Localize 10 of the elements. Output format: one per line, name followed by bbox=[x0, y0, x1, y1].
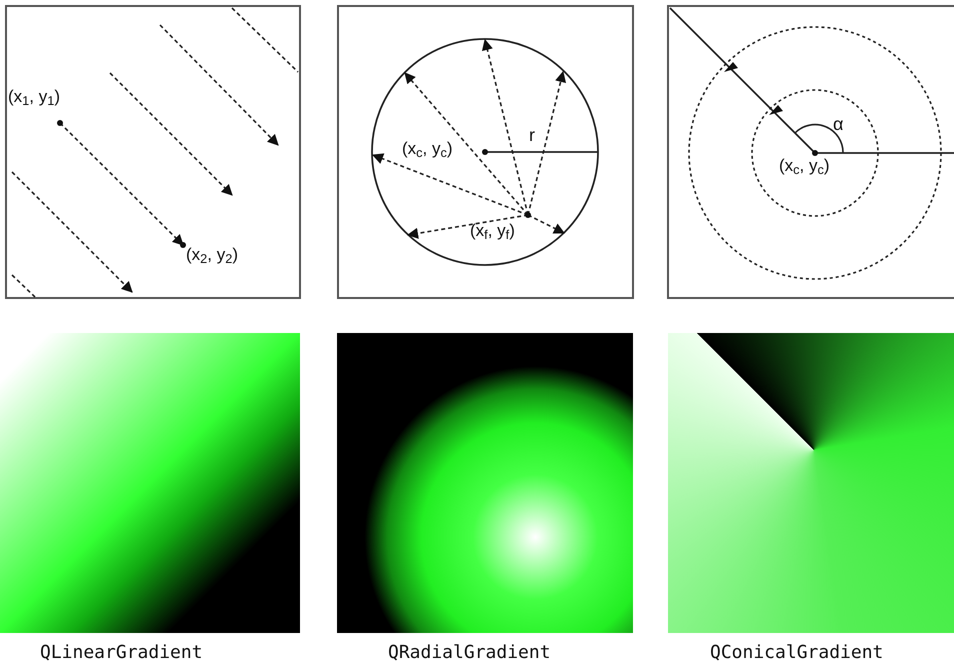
point-label: (x$_{1}$, y$_{1}$) bbox=[8, 88, 60, 105]
point-label: (x$_{2}$, y$_{2}$) bbox=[186, 246, 238, 263]
caption: QConicalGradient bbox=[710, 644, 884, 662]
point-label: (x$_{f}$, y$_{f}$) bbox=[470, 222, 515, 239]
point-label: (x$_{c}$, y$_{c}$) bbox=[402, 140, 453, 157]
caption: QRadialGradient bbox=[388, 644, 551, 662]
caption: QLinearGradient bbox=[40, 644, 203, 662]
point-label: (x$_{c}$, y$_{c}$) bbox=[779, 157, 830, 174]
angle-label: α bbox=[833, 115, 844, 133]
radius-label: r bbox=[529, 126, 535, 144]
